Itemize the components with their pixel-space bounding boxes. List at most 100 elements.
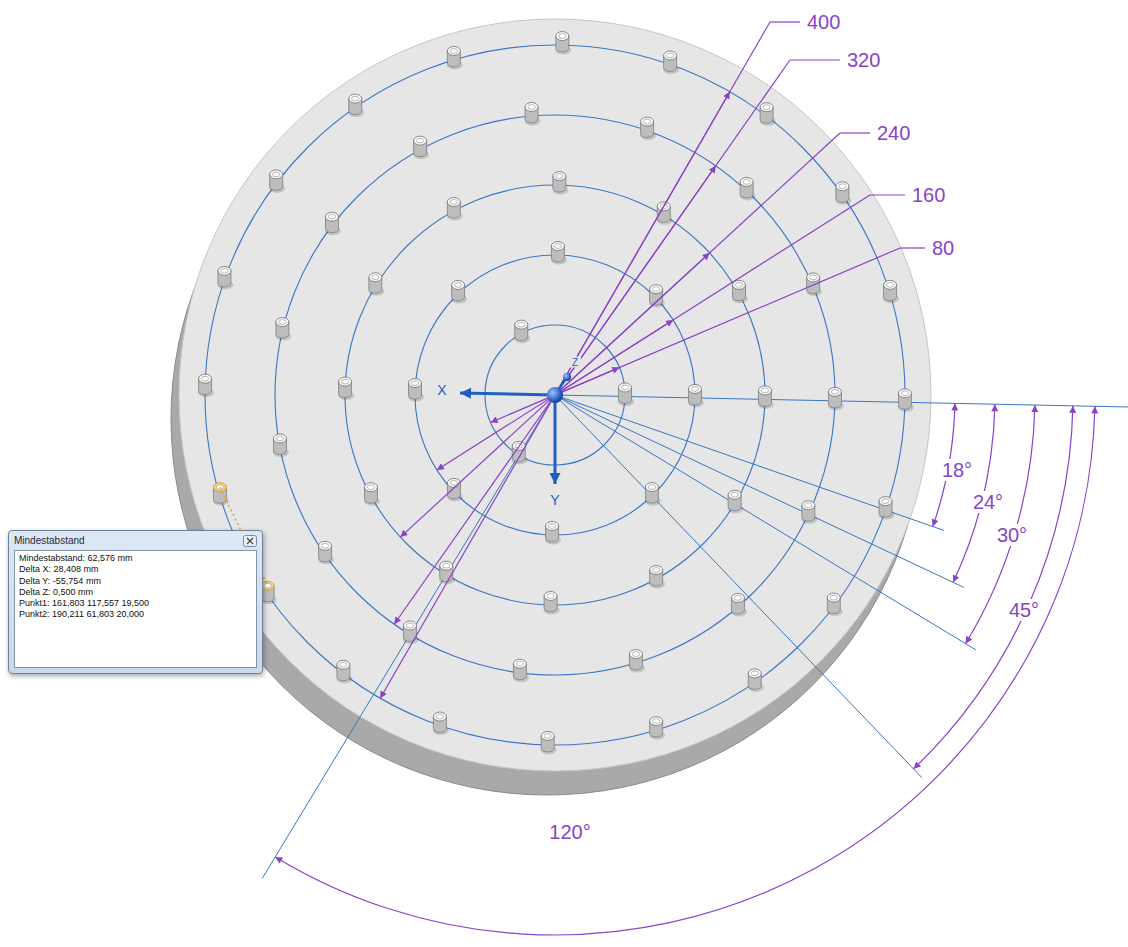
pin-top	[551, 242, 564, 251]
pin	[198, 374, 214, 397]
angle-dimension-arc	[275, 406, 1095, 935]
pin	[898, 389, 914, 412]
z-axis-ball	[563, 373, 571, 381]
pin	[828, 387, 844, 410]
axis-label: Y	[547, 493, 562, 508]
pin-bore	[273, 172, 280, 177]
pin	[740, 177, 756, 200]
pin	[217, 266, 233, 289]
dimension-arrow	[555, 368, 619, 395]
pin	[618, 383, 634, 406]
pin-bore	[652, 287, 659, 292]
pin-bore	[547, 594, 554, 599]
pin-top	[218, 266, 231, 275]
pin-bore	[556, 174, 563, 179]
pin	[732, 280, 748, 303]
pin-bore	[886, 282, 893, 287]
pin-top	[447, 197, 460, 206]
dimension-line	[400, 133, 840, 537]
pin	[541, 731, 557, 754]
pin-top	[440, 561, 453, 570]
pin	[552, 172, 568, 195]
pin-top	[369, 273, 382, 282]
pin-bore	[559, 34, 566, 39]
pin	[555, 32, 571, 55]
pin-bore	[554, 244, 561, 249]
pin	[663, 51, 679, 74]
pin	[433, 712, 449, 735]
pin-top	[409, 379, 422, 388]
dimension-line	[437, 195, 870, 470]
pin	[645, 483, 661, 506]
pin	[649, 566, 665, 589]
dimension-arrow	[555, 92, 730, 395]
pin	[403, 621, 419, 644]
leader-line	[870, 194, 905, 195]
angle-label: 120°	[546, 821, 593, 843]
pin-top	[447, 46, 460, 55]
pin	[273, 434, 289, 457]
pin-bore	[805, 503, 812, 508]
pin-bore	[279, 320, 286, 325]
pin-bore	[276, 436, 283, 441]
pin-bore	[221, 268, 228, 273]
y-axis-arrow	[554, 395, 557, 484]
close-button-frame	[244, 535, 257, 546]
pin	[835, 182, 851, 205]
pin-top	[319, 541, 332, 550]
pin-top	[525, 102, 538, 111]
dimension-line	[491, 248, 900, 422]
pin	[649, 717, 665, 740]
measurement-line: Delta Y: -55,754 mm	[19, 576, 252, 587]
pin-top	[452, 280, 465, 289]
dimension-arrow	[555, 253, 710, 395]
leader-line	[840, 132, 870, 133]
angle-label: 24°	[970, 491, 1006, 513]
pin-top	[553, 172, 566, 181]
pin-bore	[450, 49, 457, 54]
pin-bore	[450, 200, 457, 205]
dimension-arrow	[555, 166, 716, 395]
pin	[629, 650, 645, 673]
angle-dimension-arc	[914, 406, 1073, 769]
pin-bore	[518, 322, 525, 327]
pin-top	[828, 387, 841, 396]
measurement-line: Delta Z: 0,500 mm	[19, 587, 252, 598]
pin-top	[650, 566, 663, 575]
pin-bore	[454, 283, 461, 288]
pin-top	[414, 136, 427, 145]
pin-bore	[691, 387, 698, 392]
pin-bore	[341, 379, 348, 384]
pin-top	[618, 383, 631, 392]
pin-bore	[648, 485, 655, 490]
pin-bore	[417, 138, 424, 143]
measurement-line: Punkt1: 161,803 117,557 19,500	[19, 598, 252, 609]
origin-ball	[547, 387, 563, 403]
pin-bore	[548, 524, 555, 529]
pin	[413, 136, 429, 159]
pin-bore	[621, 385, 628, 390]
pin-top	[199, 374, 212, 383]
axis-label: X	[434, 383, 449, 398]
pin-bore	[810, 275, 817, 280]
pin-top	[650, 285, 663, 294]
pin-top	[629, 650, 642, 659]
axis-label: Z	[569, 357, 581, 368]
pin-top	[802, 501, 815, 510]
pin-bore	[731, 492, 738, 497]
dimension-line	[394, 60, 790, 624]
pin	[731, 593, 747, 616]
pin-top	[349, 94, 362, 103]
pin-top	[664, 51, 677, 60]
dimension-arrow	[555, 320, 673, 395]
pin-bore	[734, 596, 741, 601]
leader-line	[770, 21, 800, 22]
close-cross	[247, 538, 253, 544]
pin	[364, 483, 380, 506]
pin-top	[731, 593, 744, 602]
pin-bore	[761, 388, 768, 393]
pin-top	[339, 377, 352, 386]
pin-top	[515, 320, 528, 329]
pin-bore	[839, 184, 846, 189]
